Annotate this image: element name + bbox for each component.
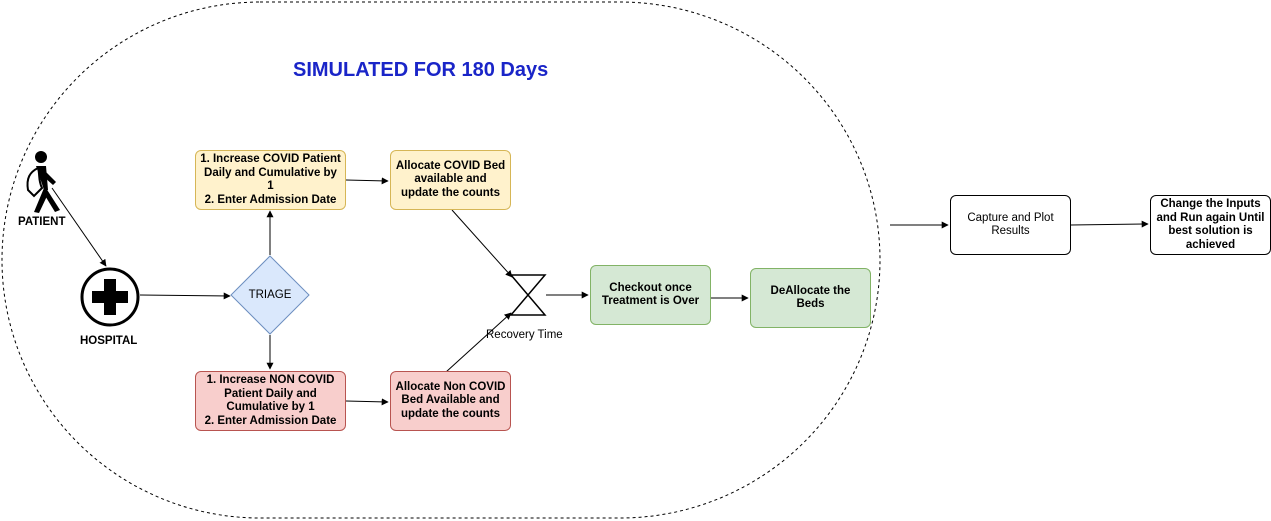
triage-diamond xyxy=(230,255,310,335)
covid-increase-node: 1. Increase COVID Patient Daily and Cumu… xyxy=(195,150,346,210)
walking-person-icon xyxy=(26,151,60,213)
hospital-cross-icon xyxy=(80,267,140,327)
edge-noncovid-allocate xyxy=(345,398,389,406)
checkout-node: Checkout once Treatment is Over xyxy=(590,265,711,325)
diagram-title: SIMULATED FOR 180 Days xyxy=(293,59,549,81)
change-inputs-node: Change the Inputs and Run again Until be… xyxy=(1150,195,1271,255)
hourglass-timer-icon xyxy=(509,274,547,316)
hospital-label: HOSPITAL xyxy=(80,335,138,347)
edge-hospital-triage xyxy=(139,292,231,300)
edge-capture-change xyxy=(1070,220,1149,228)
edge-patient-hospital xyxy=(51,187,107,267)
edge-covid-recovery xyxy=(451,209,513,278)
capture-results-node: Capture and Plot Results xyxy=(950,195,1071,255)
edge-covid-allocate xyxy=(345,177,389,185)
triage-label: TRIAGE xyxy=(248,289,292,301)
deallocate-node: DeAllocate the Beds xyxy=(750,268,871,328)
patient-label: PATIENT xyxy=(18,216,66,228)
simulation-boundary xyxy=(1,1,881,519)
noncovid-allocate-node: Allocate Non COVID Bed Available and upd… xyxy=(390,371,511,431)
covid-allocate-node: Allocate COVID Bed available and update … xyxy=(390,150,511,210)
recovery-time-label: Recovery Time xyxy=(486,329,563,341)
edge-noncovid-recovery xyxy=(445,312,512,373)
noncovid-increase-node: 1. Increase NON COVID Patient Daily and … xyxy=(195,371,346,431)
